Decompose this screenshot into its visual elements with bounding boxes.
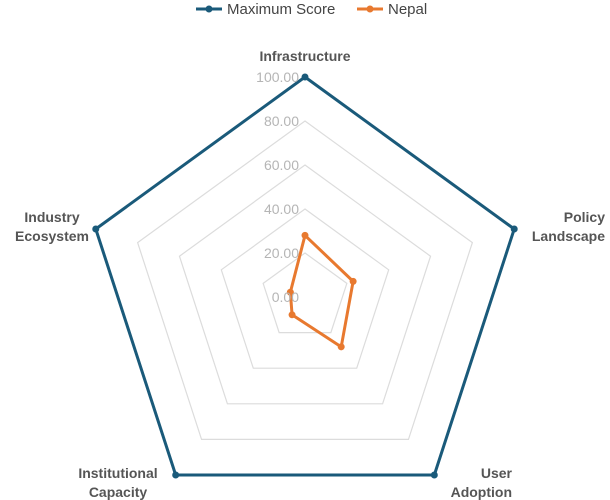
series-1 [286, 231, 357, 351]
tick-label: 0.00 [272, 289, 299, 305]
legend-item-0[interactable]: Maximum Score [196, 1, 335, 18]
data-point-0-0 [301, 73, 309, 81]
data-point-1-4 [286, 288, 294, 296]
legend-label: Maximum Score [227, 1, 335, 18]
legend-label: Nepal [388, 1, 427, 18]
grid-ring-3 [178, 164, 432, 405]
data-point-0-2 [430, 471, 438, 479]
grid-ring-4 [136, 120, 474, 440]
grid-layer [95, 76, 515, 476]
grid-ring-5 [95, 76, 515, 476]
tick-label: 80.00 [264, 113, 299, 129]
legend-swatch-marker [366, 5, 374, 13]
tick-label: 100.00 [256, 69, 299, 85]
series-line-1 [288, 233, 355, 349]
tick-label: 20.00 [264, 245, 299, 261]
axis-label-infrastructure: Infrastructure [259, 48, 350, 64]
series-0 [92, 73, 518, 479]
grid-ring-2 [220, 208, 390, 369]
data-point-1-3 [288, 311, 296, 319]
series-line-0 [94, 75, 516, 477]
data-point-1-0 [301, 231, 309, 239]
legend[interactable]: Maximum Score Nepal [196, 1, 427, 18]
grid-ring-1 [262, 252, 348, 334]
legend-item-1[interactable]: Nepal [357, 1, 427, 18]
data-point-0-3 [172, 471, 180, 479]
tick-label: 60.00 [264, 157, 299, 173]
data-point-1-2 [337, 343, 345, 351]
data-point-1-1 [349, 277, 357, 285]
data-point-0-4 [92, 225, 100, 233]
series-layer [92, 73, 518, 479]
legend-swatch-marker [205, 5, 213, 13]
data-point-0-1 [510, 225, 518, 233]
tick-label: 40.00 [264, 201, 299, 217]
tick-label-layer: 0.00 20.00 40.00 60.00 80.00 100.00 [256, 69, 299, 305]
